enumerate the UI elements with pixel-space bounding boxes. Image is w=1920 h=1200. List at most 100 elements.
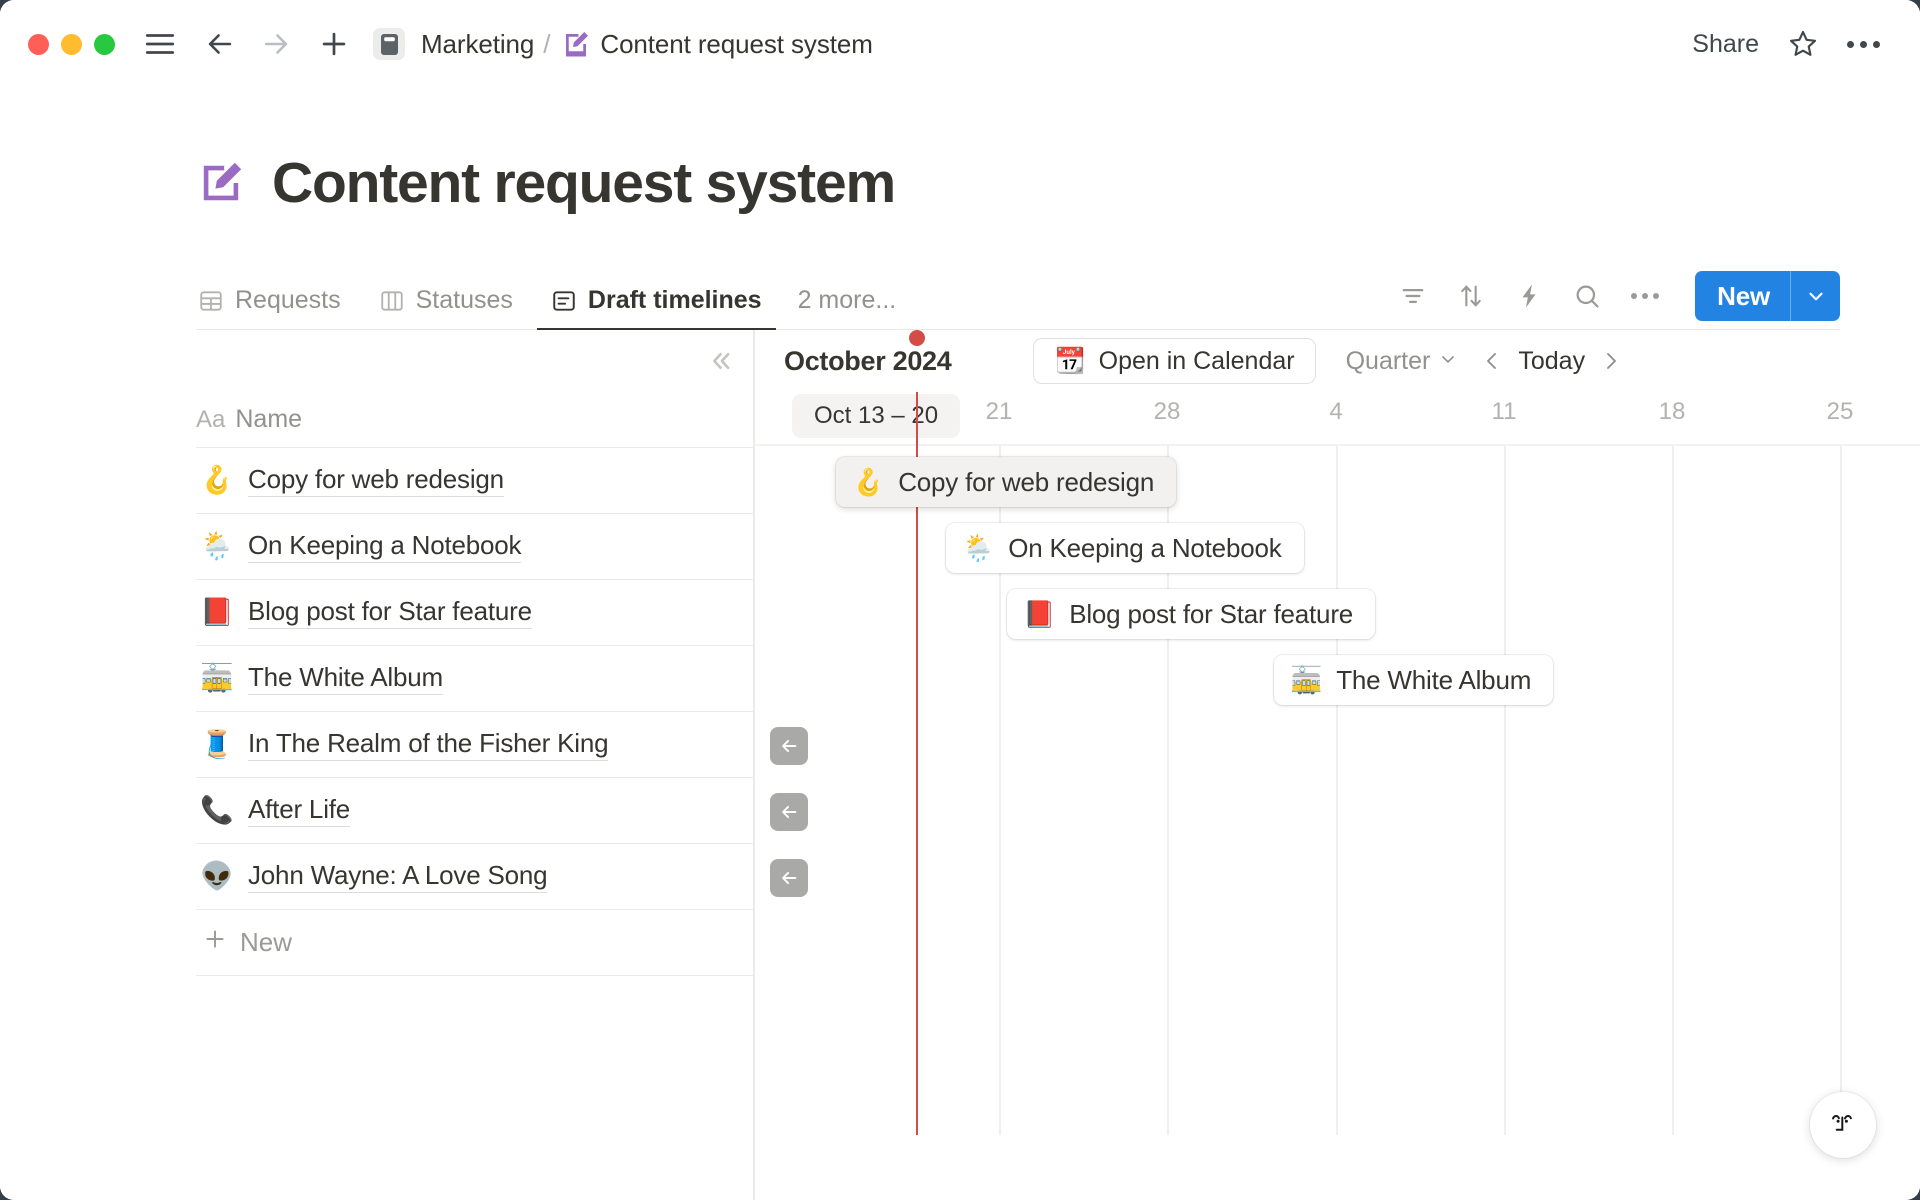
open-in-calendar-button[interactable]: 📆 Open in Calendar	[1033, 338, 1316, 384]
card-emoji-icon: 🌦️	[962, 533, 995, 563]
breadcrumb-workspace[interactable]: Marketing	[421, 28, 535, 59]
list-item[interactable]: 📕 Blog post for Star feature	[196, 580, 753, 646]
notion-ai-help-button[interactable]	[1810, 1092, 1876, 1158]
timeline-month-label: October 2024	[784, 345, 952, 376]
today-marker-line	[909, 330, 925, 1135]
name-column-header-label: Name	[235, 405, 303, 433]
list-item[interactable]: 👽 John Wayne: A Love Song	[196, 844, 753, 910]
maximize-window-button[interactable]	[94, 33, 115, 55]
sort-icon[interactable]	[1457, 282, 1485, 310]
new-button-label: New	[1717, 280, 1770, 311]
list-item[interactable]: 🚋 The White Album	[196, 646, 753, 712]
automation-lightning-icon[interactable]	[1515, 282, 1543, 310]
ruler-tick: 28	[1153, 398, 1181, 425]
row-emoji-icon: 🧵	[200, 729, 234, 759]
grid-line	[1167, 444, 1169, 1135]
list-item[interactable]: 🌦️ On Keeping a Notebook	[196, 514, 753, 580]
name-column: Aa Name 🪝 Copy for web redesign 🌦️ On Ke…	[196, 330, 753, 1200]
close-window-button[interactable]	[28, 33, 49, 55]
titlebar-actions: Share	[1692, 28, 1894, 60]
timeline-zoom-select[interactable]: Quarter	[1346, 347, 1459, 376]
minimize-window-button[interactable]	[61, 33, 82, 55]
grid-line	[1672, 444, 1674, 1135]
book-icon	[373, 28, 405, 60]
search-icon[interactable]	[1573, 282, 1601, 310]
timeline-card[interactable]: 📕 Blog post for Star feature	[1007, 589, 1376, 639]
row-title[interactable]: The White Album	[248, 662, 443, 695]
page-emoji-icon[interactable]	[196, 158, 246, 208]
filter-icon[interactable]	[1399, 282, 1427, 310]
tab-draft-timelines-label: Draft timelines	[587, 286, 762, 314]
timeline-card-dragging[interactable]: 🪝 Copy for web redesign	[836, 457, 1177, 507]
double-chevron-left-icon[interactable]	[705, 346, 735, 376]
card-emoji-icon: 🚋	[1290, 665, 1323, 695]
traffic-lights	[28, 33, 115, 55]
share-button[interactable]: Share	[1692, 29, 1759, 58]
open-in-calendar-label: Open in Calendar	[1098, 346, 1295, 375]
list-item[interactable]: 📞 After Life	[196, 778, 753, 844]
notion-face-icon	[1825, 1105, 1861, 1146]
ruler-tick: 21	[985, 398, 1013, 425]
tab-statuses[interactable]: Statuses	[377, 286, 515, 329]
view-toolbar: New	[1399, 271, 1840, 329]
page-title[interactable]: Content request system	[272, 151, 896, 215]
arrow-left-icon[interactable]	[770, 859, 808, 897]
view-tab-bar: Requests Statuses Draft timelines 2 more…	[196, 268, 1840, 331]
chevron-left-icon[interactable]	[1480, 349, 1504, 373]
name-column-header[interactable]: Aa Name	[196, 392, 753, 448]
timeline-header: October 2024 📆 Open in Calendar Quarter	[754, 330, 1920, 392]
timeline-navigation: Today	[1480, 347, 1623, 376]
timeline-card[interactable]: 🌦️ On Keeping a Notebook	[946, 523, 1304, 573]
timeline-pane: October 2024 📆 Open in Calendar Quarter	[754, 330, 1920, 1200]
database-body: Aa Name 🪝 Copy for web redesign 🌦️ On Ke…	[0, 330, 1920, 1200]
card-label: Blog post for Star feature	[1069, 598, 1354, 629]
tab-requests-label: Requests	[235, 286, 341, 314]
card-emoji-icon: 🪝	[852, 467, 885, 497]
new-button[interactable]: New	[1695, 271, 1840, 321]
plus-icon[interactable]	[317, 27, 351, 61]
breadcrumb-separator: /	[543, 28, 551, 59]
row-emoji-icon: 🚋	[200, 663, 234, 693]
tab-draft-timelines[interactable]: Draft timelines	[536, 286, 776, 331]
row-title[interactable]: John Wayne: A Love Song	[248, 860, 548, 893]
breadcrumb: Marketing / Content request system	[421, 29, 873, 60]
list-item[interactable]: 🧵 In The Realm of the Fisher King	[196, 712, 753, 778]
back-arrow-icon[interactable]	[203, 27, 237, 61]
ruler-tick: 25	[1826, 398, 1854, 425]
list-item[interactable]: 🪝 Copy for web redesign	[196, 448, 753, 514]
chevron-down-icon[interactable]	[1790, 271, 1840, 321]
add-new-row-button[interactable]: New	[196, 910, 753, 976]
tab-requests[interactable]: Requests	[196, 286, 343, 329]
row-title[interactable]: In The Realm of the Fisher King	[248, 728, 609, 761]
row-title[interactable]: Blog post for Star feature	[248, 596, 532, 629]
grid-line	[1336, 444, 1338, 1135]
hamburger-icon[interactable]	[143, 27, 177, 61]
more-icon[interactable]	[1847, 40, 1880, 48]
forward-arrow-icon[interactable]	[259, 27, 293, 61]
chevron-right-icon[interactable]	[1599, 349, 1623, 373]
timeline-zoom-label: Quarter	[1345, 346, 1431, 375]
table-icon	[198, 288, 224, 314]
tab-more-views[interactable]: 2 more...	[797, 286, 897, 314]
view-more-icon[interactable]	[1631, 293, 1660, 299]
arrow-left-icon[interactable]	[770, 727, 808, 765]
arrow-left-icon[interactable]	[770, 793, 808, 831]
name-column-header-bar	[196, 330, 753, 392]
pane-divider	[753, 330, 755, 1200]
star-icon[interactable]	[1787, 28, 1819, 60]
timeline-card[interactable]: 🚋 The White Album	[1274, 655, 1554, 705]
add-new-row-label: New	[240, 927, 293, 957]
row-title[interactable]: On Keeping a Notebook	[248, 530, 522, 563]
plus-icon	[202, 926, 228, 959]
grid-line	[999, 444, 1001, 1135]
card-label: On Keeping a Notebook	[1008, 532, 1282, 563]
row-title[interactable]: After Life	[248, 794, 350, 827]
row-emoji-icon: 🌦️	[200, 531, 234, 561]
row-divider	[754, 444, 1920, 446]
row-title[interactable]: Copy for web redesign	[248, 464, 504, 497]
title-bar: Marketing / Content request system Share	[0, 0, 1920, 88]
breadcrumb-page[interactable]: Content request system	[600, 28, 873, 59]
date-range-pill: Oct 13 – 20	[792, 394, 961, 438]
row-emoji-icon: 📞	[200, 795, 234, 825]
today-button[interactable]: Today	[1518, 346, 1586, 375]
